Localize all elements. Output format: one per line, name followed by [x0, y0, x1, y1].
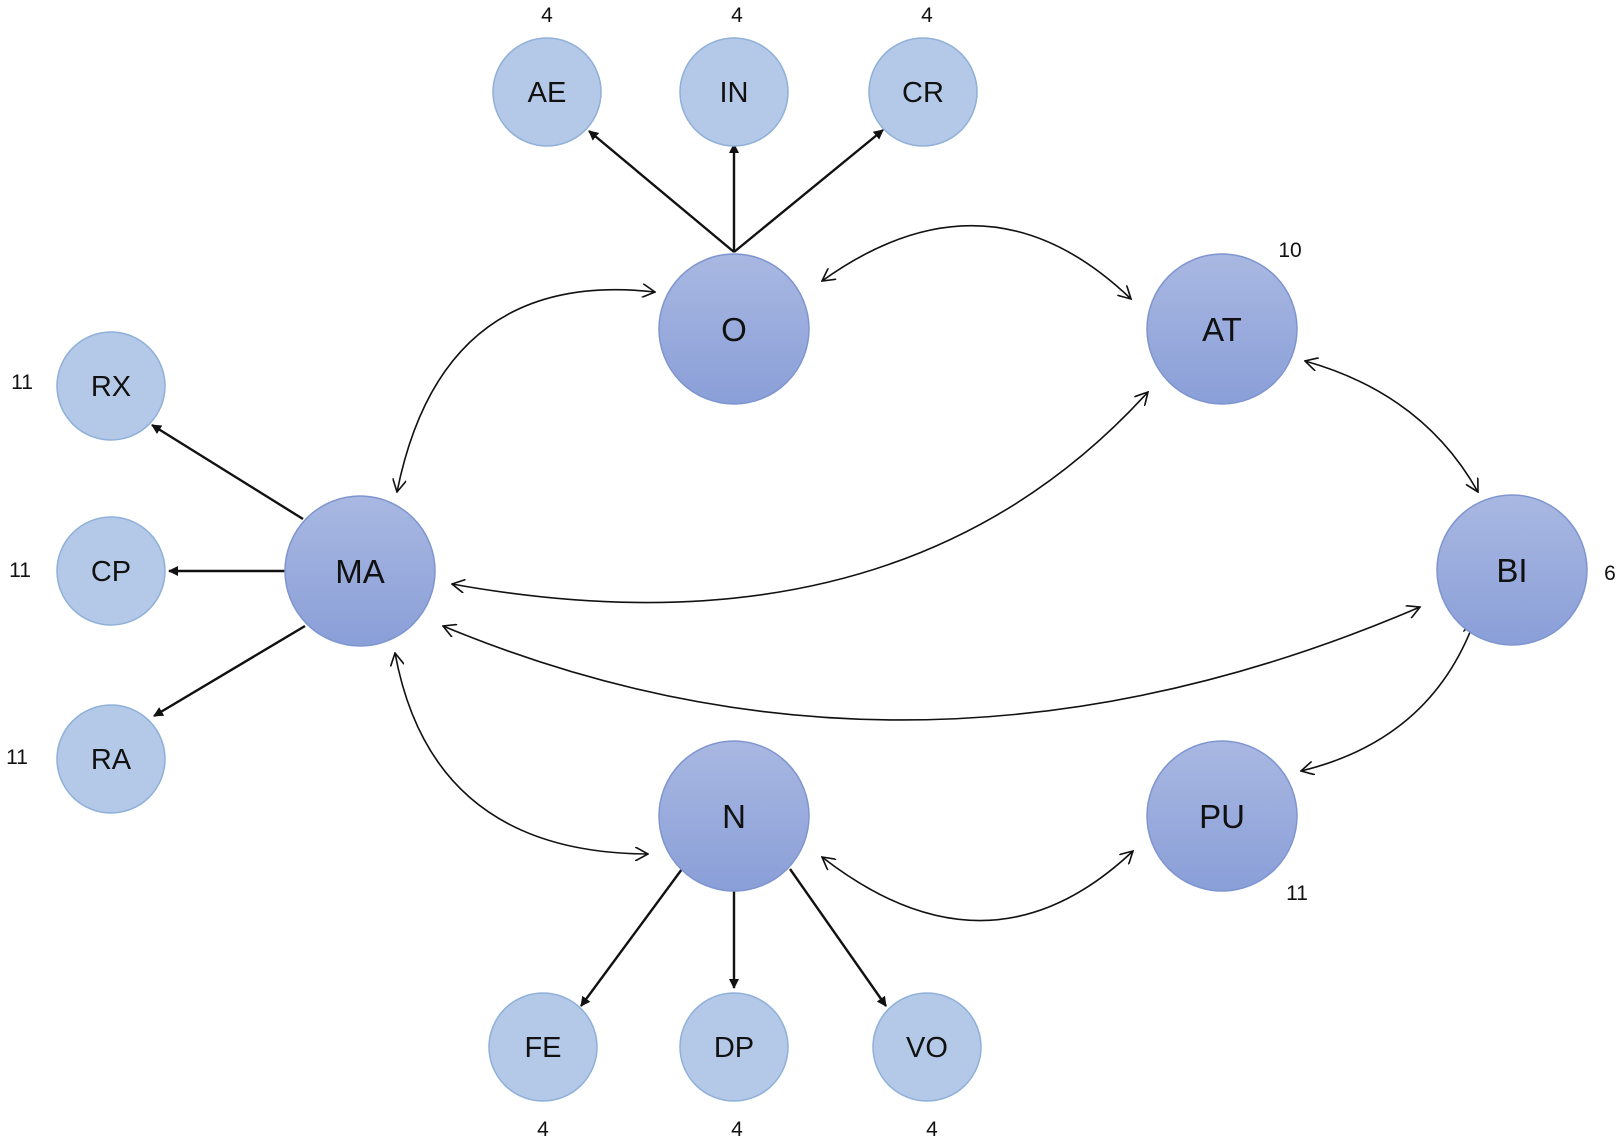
node-o-circle	[658, 253, 810, 405]
node-cp: CP 11	[9, 516, 166, 626]
node-ra: RA 11	[6, 704, 166, 814]
node-fe-label: FE	[524, 1032, 561, 1064]
edge-bi-pu	[1301, 622, 1474, 771]
node-rx-label: RX	[91, 371, 131, 403]
node-n: N	[658, 740, 810, 892]
bidirectional-edges	[395, 224, 1478, 922]
node-ae-count: 4	[541, 4, 553, 27]
node-ra-label: RA	[91, 744, 132, 776]
node-vo-circle	[872, 992, 982, 1102]
edge-at-bi	[1305, 361, 1478, 492]
node-n-label: N	[722, 798, 746, 835]
node-ma-circle	[284, 495, 436, 647]
directed-edges	[151, 129, 887, 1007]
edge-ma-n	[395, 653, 648, 854]
node-vo: VO 4	[872, 992, 982, 1141]
node-rx: RX 11	[11, 331, 166, 441]
minor-nodes: AE 4 IN 4 CR 4 RX 11 CP 11 RA 11	[6, 4, 982, 1141]
node-n-circle	[658, 740, 810, 892]
node-o: O	[658, 253, 810, 405]
edge-n-fe	[580, 868, 683, 1007]
node-in-circle	[679, 37, 789, 147]
edge-ma-ra	[153, 624, 306, 718]
node-dp: DP 4	[679, 992, 789, 1141]
node-ae-label: AE	[528, 77, 567, 109]
major-nodes: O AT 10 MA BI 6 N PU 11	[284, 239, 1616, 905]
edge-bi-ma	[443, 607, 1420, 721]
node-bi-circle	[1436, 494, 1588, 646]
node-cp-label: CP	[91, 556, 131, 588]
node-in-label: IN	[720, 77, 749, 109]
node-at-count: 10	[1278, 239, 1301, 262]
node-in-count: 4	[731, 4, 743, 27]
edge-n-vo	[789, 868, 887, 1007]
node-vo-count: 4	[926, 1118, 938, 1141]
node-cr-circle	[868, 37, 978, 147]
node-in: IN 4	[679, 4, 789, 147]
node-ra-circle	[56, 704, 166, 814]
node-bi-label: BI	[1496, 552, 1527, 589]
edge-n-pu	[822, 851, 1133, 922]
node-pu-circle	[1146, 740, 1298, 892]
node-cr-label: CR	[902, 77, 944, 109]
node-ra-count: 11	[6, 746, 28, 769]
edge-o-cr	[733, 129, 884, 253]
node-pu-label: PU	[1199, 798, 1245, 835]
node-ae-circle	[492, 37, 602, 147]
node-dp-count: 4	[731, 1118, 743, 1141]
node-cr: CR 4	[868, 4, 978, 147]
node-at-circle	[1146, 253, 1298, 405]
node-at: AT 10	[1146, 239, 1302, 405]
node-ma-label: MA	[335, 553, 385, 590]
edge-ma-rx	[151, 423, 304, 521]
node-ae: AE 4	[492, 4, 602, 147]
node-vo-label: VO	[906, 1032, 948, 1064]
node-fe-count: 4	[537, 1118, 549, 1141]
node-cp-circle	[56, 516, 166, 626]
node-fe: FE 4	[488, 992, 598, 1141]
node-bi: BI 6	[1436, 494, 1616, 646]
node-at-label: AT	[1202, 311, 1242, 348]
node-pu-count: 11	[1286, 882, 1308, 905]
node-dp-label: DP	[714, 1032, 754, 1064]
edge-at-ma	[452, 392, 1148, 604]
edge-o-ae	[588, 130, 735, 253]
node-ma: MA	[284, 495, 436, 647]
node-pu: PU 11	[1146, 740, 1308, 905]
edge-o-ma	[397, 290, 655, 492]
node-o-label: O	[721, 311, 747, 348]
edge-o-at	[822, 224, 1131, 299]
node-cp-count: 11	[9, 559, 31, 582]
node-cr-count: 4	[921, 4, 933, 27]
node-bi-count: 6	[1604, 562, 1616, 585]
node-rx-count: 11	[11, 371, 33, 394]
node-dp-circle	[679, 992, 789, 1102]
node-fe-circle	[488, 992, 598, 1102]
node-rx-circle	[56, 331, 166, 441]
